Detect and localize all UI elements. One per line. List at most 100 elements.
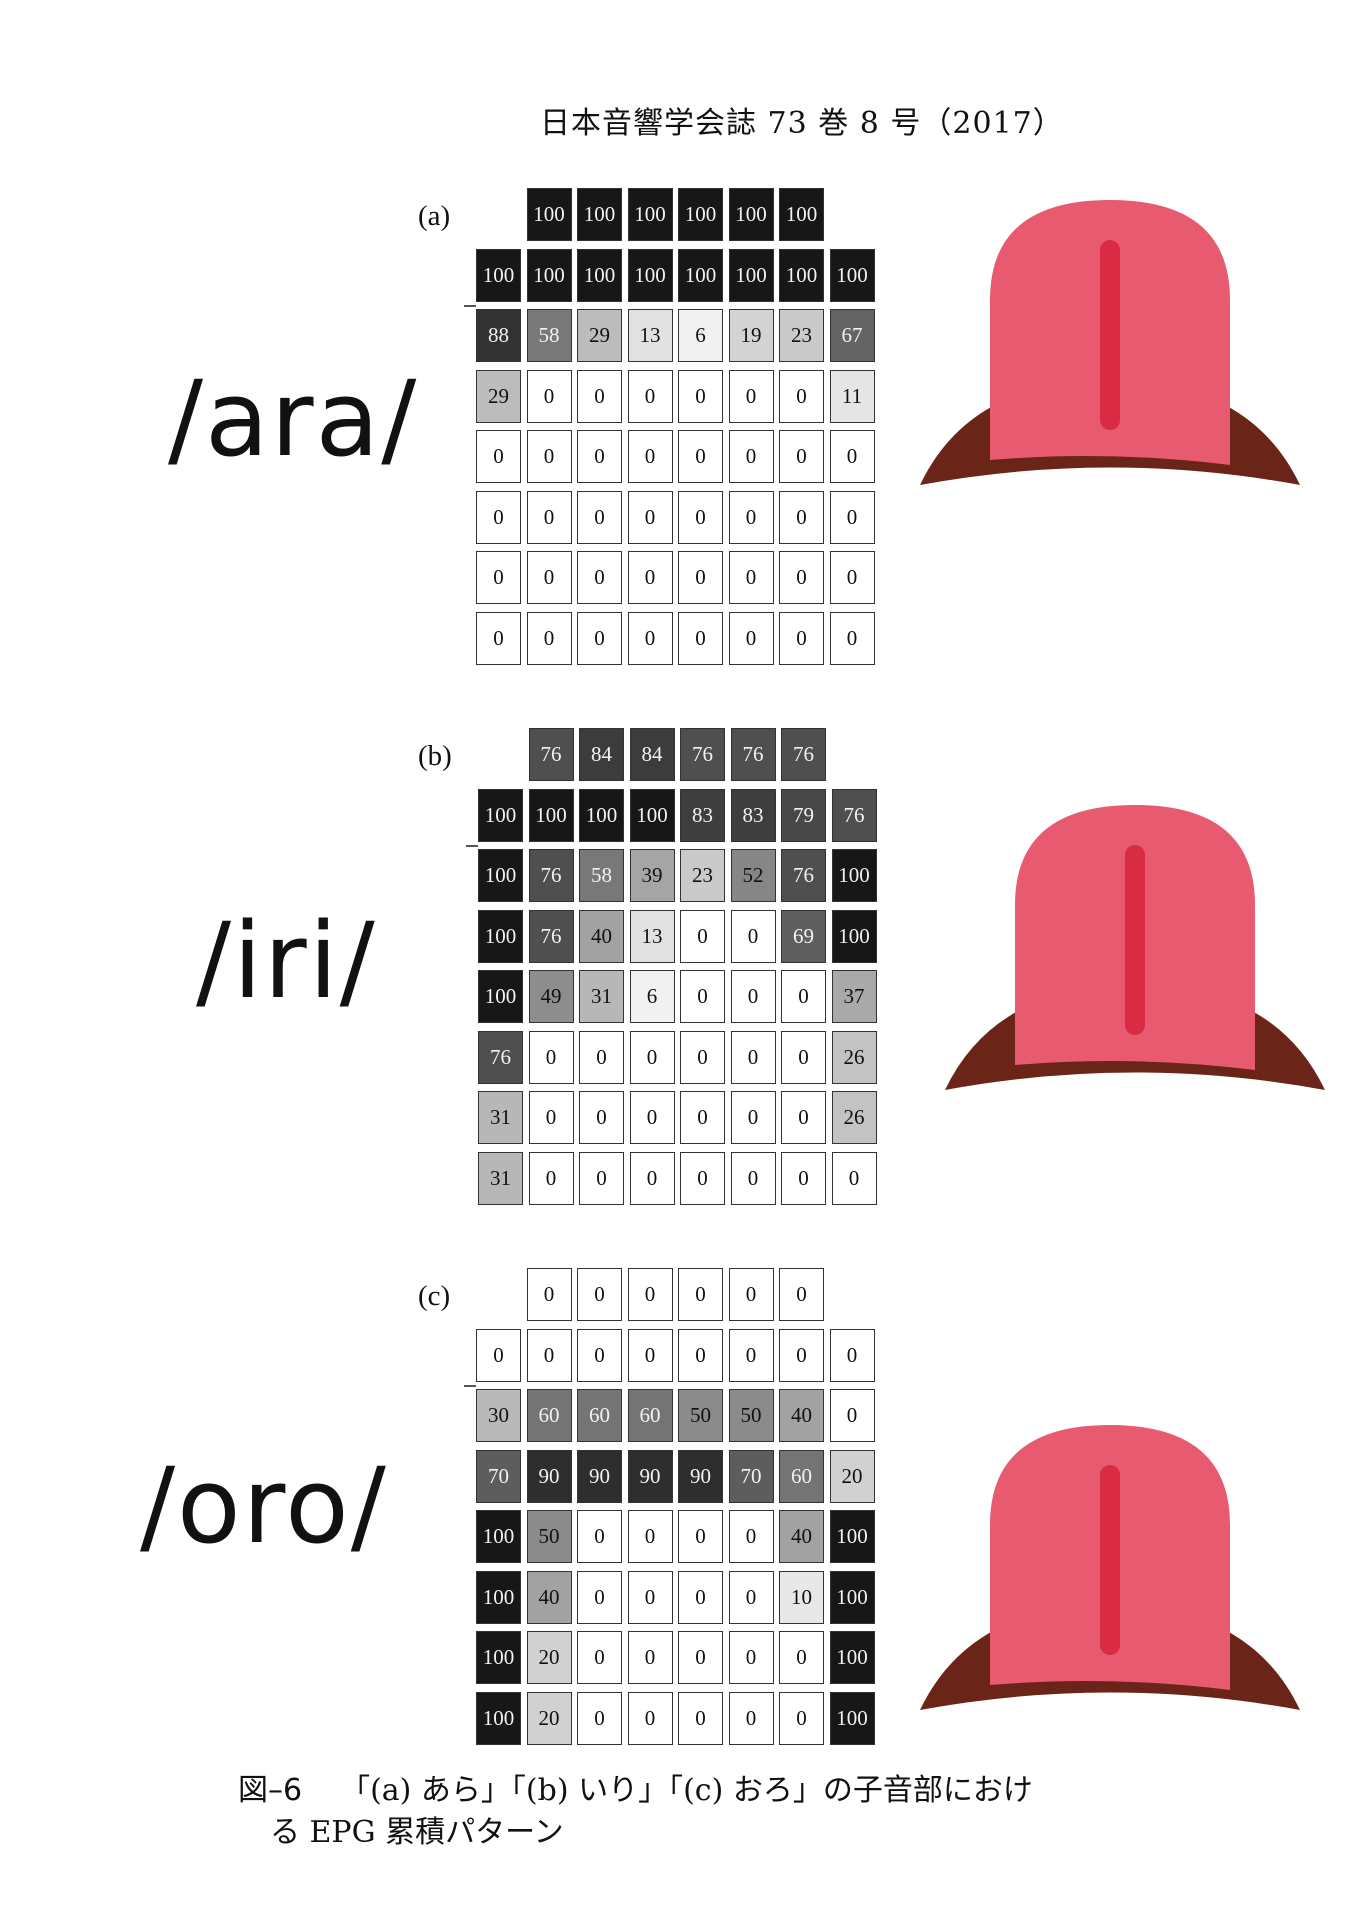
- epg-cell: 50: [678, 1389, 723, 1442]
- epg-cell: 0: [680, 1151, 725, 1205]
- phoneme-label: /ara/: [168, 358, 419, 480]
- epg-cell: 0: [829, 551, 875, 604]
- epg-cell: 70: [728, 1449, 774, 1503]
- panel-label: (a): [418, 200, 451, 232]
- epg-cell: 0: [627, 490, 673, 544]
- epg-cell: 0: [678, 1631, 723, 1684]
- epg-cell: 76: [528, 909, 574, 963]
- epg-cell: 0: [728, 1631, 774, 1684]
- epg-cell: 6: [629, 970, 675, 1023]
- epg-cell: 0: [526, 430, 572, 483]
- epg-cell: 52: [730, 849, 776, 902]
- epg-cell: 0: [528, 1030, 574, 1084]
- epg-cell: 0: [779, 1691, 824, 1745]
- epg-cell: 0: [627, 1268, 673, 1321]
- epg-cell: 0: [730, 909, 776, 963]
- epg-cell: 100: [478, 970, 523, 1023]
- epg-cell: 100: [831, 909, 877, 963]
- epg-cell: 100: [476, 248, 521, 302]
- epg-cell: 0: [779, 490, 824, 544]
- epg-cell: 0: [680, 970, 725, 1023]
- epg-cell: 50: [728, 1389, 774, 1442]
- epg-cell: 0: [476, 611, 521, 665]
- epg-cell: 0: [577, 1268, 622, 1321]
- epg-cell: 100: [476, 1691, 521, 1745]
- epg-cell: 0: [728, 551, 774, 604]
- epg-cell: 0: [678, 490, 723, 544]
- epg-cell: 0: [577, 1631, 622, 1684]
- epg-cell: 39: [629, 849, 675, 902]
- epg-cell: 76: [781, 849, 826, 902]
- epg-cell: 60: [526, 1389, 572, 1442]
- epg-cell: 0: [680, 1030, 725, 1084]
- epg-cell: 0: [476, 430, 521, 483]
- epg-cell: 0: [577, 551, 622, 604]
- epg-cell: 0: [829, 1328, 875, 1382]
- epg-cell: 0: [730, 1030, 776, 1084]
- epg-cell: 0: [728, 1691, 774, 1745]
- epg-cell: 20: [829, 1449, 875, 1503]
- figure-caption: 図–6「(a) あら」「(b) いり」「(c) おろ」の子音部におけ る EPG…: [238, 1770, 1033, 1854]
- epg-cell: 0: [627, 551, 673, 604]
- epg-cell: 0: [627, 430, 673, 483]
- epg-cell: 0: [627, 1328, 673, 1382]
- epg-cell: 0: [678, 1691, 723, 1745]
- epg-cell: 90: [627, 1449, 673, 1503]
- epg-cell: 0: [526, 551, 572, 604]
- journal-header: 日本音響学会誌 73 巻 8 号（2017）: [540, 106, 1064, 141]
- epg-cell: 100: [579, 788, 624, 842]
- epg-cell: 0: [526, 611, 572, 665]
- panel-label: (c): [418, 1280, 451, 1312]
- epg-cell: 90: [577, 1449, 622, 1503]
- epg-cell: 0: [577, 1328, 622, 1382]
- caption-line-2: る EPG 累積パターン: [270, 1815, 564, 1850]
- epg-cell: 100: [779, 188, 824, 241]
- epg-cell: 76: [528, 849, 574, 902]
- epg-cell: 0: [728, 490, 774, 544]
- epg-cell: 100: [831, 849, 877, 902]
- epg-cell: 0: [730, 970, 776, 1023]
- epg-cell: 20: [526, 1631, 572, 1684]
- epg-cell: 40: [779, 1510, 824, 1563]
- epg-cell: 0: [781, 970, 826, 1023]
- epg-cell: 0: [728, 1510, 774, 1563]
- epg-cell: 0: [528, 1091, 574, 1144]
- epg-cell: 19: [728, 309, 774, 362]
- epg-cell: 100: [627, 248, 673, 302]
- epg-cell: 0: [779, 430, 824, 483]
- epg-cell: 58: [526, 309, 572, 362]
- epg-cell: 0: [829, 1389, 875, 1442]
- epg-cell: 0: [831, 1151, 877, 1205]
- tongue-icon: [920, 200, 1300, 485]
- epg-cell: 29: [577, 309, 622, 362]
- epg-cell: 40: [779, 1389, 824, 1442]
- epg-cell: 13: [629, 909, 675, 963]
- epg-cell: 31: [478, 1091, 523, 1144]
- epg-cell: 0: [781, 1151, 826, 1205]
- epg-cell: 0: [476, 1328, 521, 1382]
- epg-cell: 29: [476, 369, 521, 423]
- epg-cell: 100: [478, 788, 523, 842]
- epg-cell: 100: [526, 188, 572, 241]
- epg-cell: 0: [728, 430, 774, 483]
- epg-cell: 0: [678, 369, 723, 423]
- epg-cell: 0: [579, 1030, 624, 1084]
- epg-cell: 100: [528, 788, 574, 842]
- epg-cell: 0: [526, 1268, 572, 1321]
- epg-cell: 76: [680, 728, 725, 781]
- epg-cell: 0: [730, 1151, 776, 1205]
- epg-cell: 0: [779, 369, 824, 423]
- epg-cell: 0: [678, 1510, 723, 1563]
- epg-cell: 0: [678, 1268, 723, 1321]
- epg-cell: 11: [829, 369, 875, 423]
- epg-cell: 0: [829, 490, 875, 544]
- epg-cell: 0: [526, 369, 572, 423]
- epg-cell: 0: [577, 1570, 622, 1624]
- epg-cell: 100: [678, 248, 723, 302]
- epg-cell: 31: [579, 970, 624, 1023]
- epg-cell: 76: [781, 728, 826, 781]
- epg-cell: 0: [577, 1510, 622, 1563]
- row-marker-tick: [464, 305, 476, 307]
- epg-cell: 79: [781, 788, 826, 842]
- epg-cell: 100: [678, 188, 723, 241]
